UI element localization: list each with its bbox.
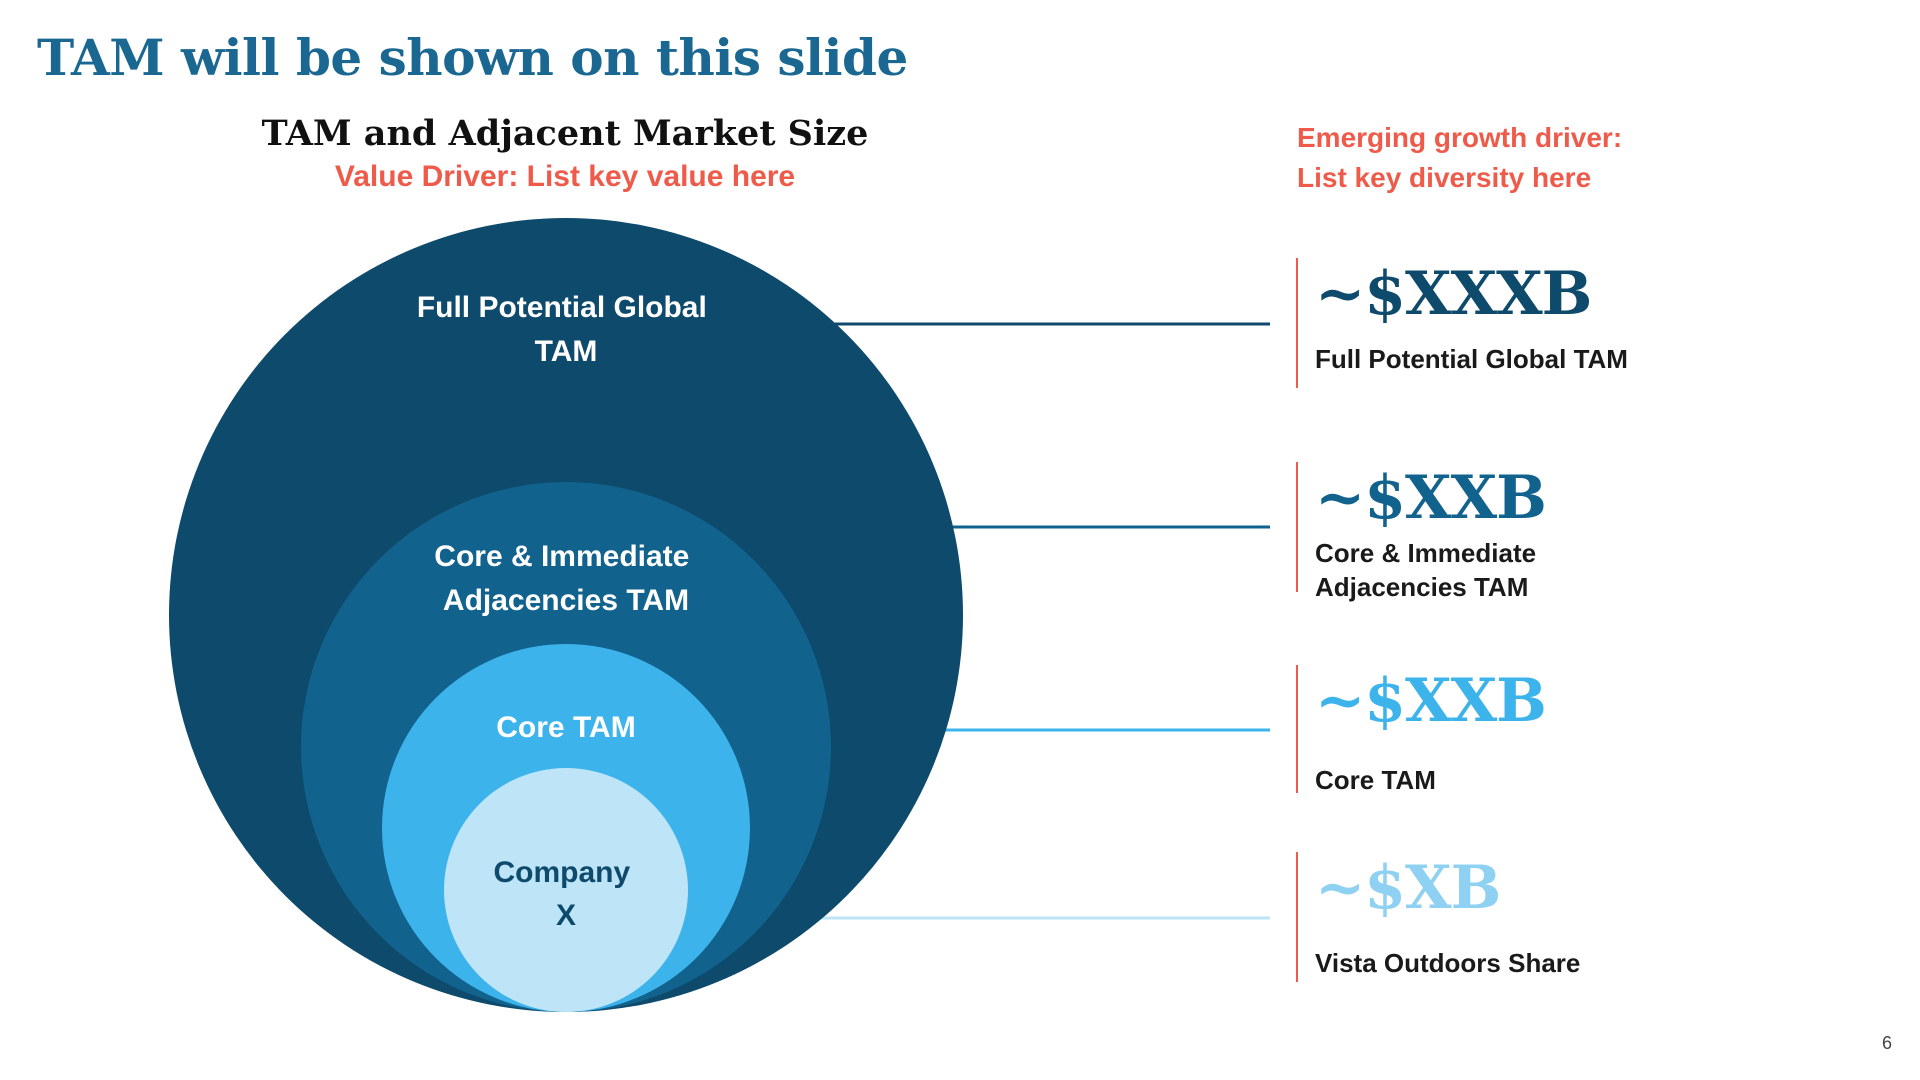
metric-label-vista-outdoors: Vista Outdoors Share [1315,946,1580,980]
metric-core-tam: ~$XXB Core TAM [1296,665,1547,795]
metric-label-core-adjacencies-line-1: Core & Immediate [1315,538,1537,568]
circle-company-x [444,768,688,1012]
value-driver-text: Value Driver: List key value here [334,160,796,193]
metric-value-vista-outdoors: ~$XB [1315,853,1501,923]
page-number: 6 [1881,1033,1892,1053]
circle-label-core-tam-line-1: Core TAM [496,711,635,744]
slide-title: TAM will be shown on this slide [37,28,908,87]
growth-driver-line-1: Emerging growth driver: [1297,122,1623,153]
circle-label-full-potential-line-1: Full Potential Global [417,291,707,324]
circle-label-core-tam: Core TAM [496,711,635,744]
metric-label-core-tam-line-1: Core TAM [1315,765,1436,795]
metric-full-potential-global-tam: ~$XXXB Full Potential Global TAM [1296,258,1628,388]
growth-driver-line-2: List key diversity here [1297,162,1592,193]
circle-label-full-potential-line-2: TAM [535,335,598,368]
growth-driver-note: Emerging growth driver: List key diversi… [1297,118,1622,198]
metric-value-core-adjacencies: ~$XXB [1315,463,1547,533]
metric-core-immediate-adjacencies-tam: ~$XXB Core & Immediate Adjacencies TAM [1296,462,1547,602]
metric-label-core-tam: Core TAM [1315,763,1546,797]
metric-label-full-potential: Full Potential Global TAM [1315,342,1628,376]
metric-label-core-adjacencies: Core & Immediate Adjacencies TAM [1315,536,1546,604]
circle-label-core-adjacencies-line-2: Adjacencies TAM [443,584,689,617]
circle-label-company-x-line-2: X [556,899,576,932]
circle-label-core-adjacencies: Core & Immediate Adjacencies TAM [434,540,697,617]
metric-label-core-adjacencies-line-2: Adjacencies TAM [1315,572,1529,602]
metric-value-core-tam: ~$XXB [1315,666,1547,736]
metric-value-full-potential: ~$XXXB [1315,259,1592,329]
circle-label-company-x: Company X [493,856,638,932]
circle-label-company-x-line-1: Company [493,856,630,889]
circle-label-full-potential: Full Potential Global TAM [417,291,715,368]
circle-label-core-adjacencies-line-1: Core & Immediate [434,540,689,573]
metric-vista-outdoors-share: ~$XB Vista Outdoors Share [1296,852,1580,982]
metric-label-vista-outdoors-line-1: Vista Outdoors Share [1315,948,1581,978]
chart-heading: TAM and Adjacent Market Size [261,113,869,154]
metric-label-full-potential-line-1: Full Potential Global TAM [1315,344,1628,374]
